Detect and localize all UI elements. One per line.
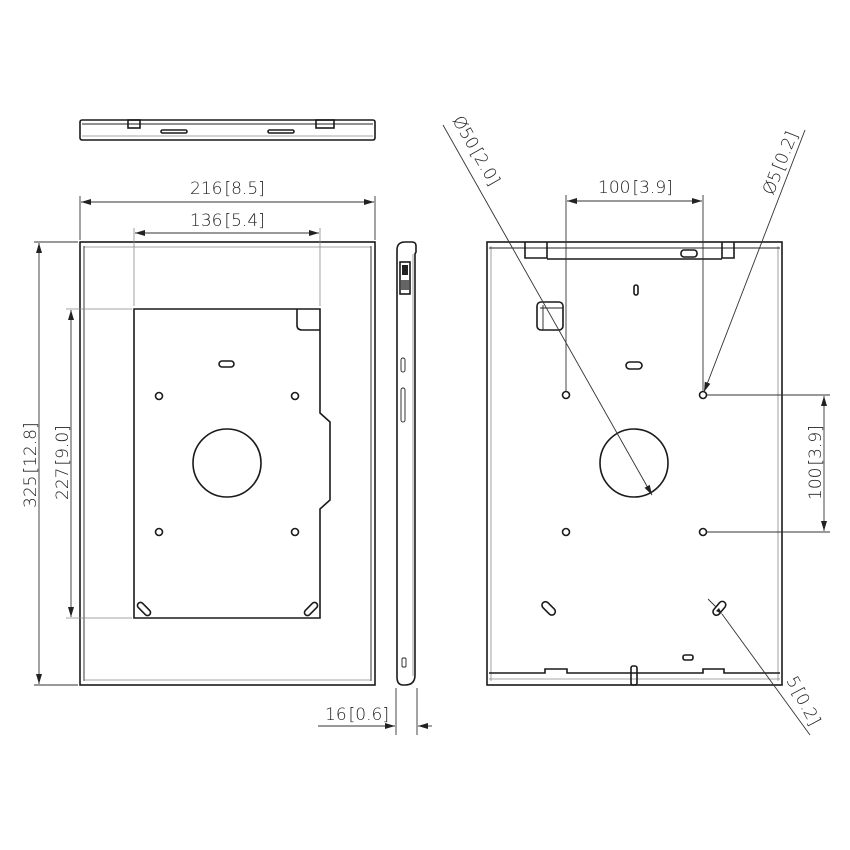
corner-notch <box>296 309 320 331</box>
dim-value-in: 3.9 <box>806 432 826 459</box>
label-plate <box>399 261 411 295</box>
dim-value-in: 5.4 <box>231 211 258 231</box>
rear-view <box>486 241 783 686</box>
svg-text:Ø50[2.0]: Ø50[2.0] <box>448 113 504 190</box>
dimension-opening-height: 227[9.0] <box>53 308 132 619</box>
front-hole <box>154 527 164 537</box>
dimension-overall-height: 325[12.8] <box>21 241 78 686</box>
front-view <box>79 241 376 686</box>
svg-text:100[3.9]: 100[3.9] <box>598 178 673 198</box>
front-slot-bottom-right <box>303 601 319 617</box>
dimension-mount-hole-diameter: Ø5[0.2] <box>703 129 806 393</box>
dim-value-in: 8.5 <box>231 179 258 199</box>
dim-value-mm: 16 <box>325 705 347 725</box>
rear-center-hole <box>599 428 669 498</box>
front-hole <box>290 391 300 401</box>
dim-value-mm: 136 <box>190 211 222 231</box>
svg-text:100[3.9]: 100[3.9] <box>806 425 826 500</box>
dimension-overall-width: 216[8.5] <box>79 179 376 240</box>
dim-value-mm: 216 <box>190 179 222 199</box>
dim-value-mm: 100 <box>806 468 826 500</box>
svg-text:5[0.2]: 5[0.2] <box>782 673 825 729</box>
front-slot-top <box>218 360 235 368</box>
dim-value-in: 0.6 <box>355 705 382 725</box>
front-frame <box>79 241 376 686</box>
side-view <box>396 241 417 686</box>
rear-tab <box>536 301 564 331</box>
top-slot-left <box>160 129 188 134</box>
dim-value-in: 3.9 <box>639 178 666 198</box>
top-slot-right <box>267 129 295 134</box>
top-edge-view <box>79 119 376 141</box>
dimension-center-hole-diameter: Ø50[2.0] <box>442 113 653 496</box>
screen-opening <box>133 308 331 619</box>
svg-text:136[5.4]: 136[5.4] <box>190 211 265 231</box>
dim-value-mm: 325 <box>21 476 41 508</box>
top-clip-left <box>127 119 141 129</box>
front-hole <box>154 391 164 401</box>
dim-value-mm: 100 <box>598 178 630 198</box>
vesa-hole <box>561 527 571 537</box>
top-clip-right <box>315 119 335 129</box>
front-hole <box>290 527 300 537</box>
svg-text:Ø5[0.2]: Ø5[0.2] <box>759 129 802 198</box>
dim-value-in: 9.0 <box>53 432 73 459</box>
dimension-slot-width: 5[0.2] <box>707 598 825 736</box>
side-button <box>400 387 406 423</box>
vesa-hole <box>698 390 708 400</box>
rear-slot-top <box>625 361 643 370</box>
vesa-hole <box>698 527 708 537</box>
dim-value-mm: 227 <box>53 468 73 500</box>
svg-text:16[0.6]: 16[0.6] <box>325 705 389 725</box>
front-slot-bottom-left <box>136 601 152 617</box>
dimension-depth: 16[0.6] <box>318 688 432 735</box>
dimension-opening-width: 136[5.4] <box>133 211 321 306</box>
dimension-vesa-horizontal: 100[3.9] <box>565 178 704 391</box>
vesa-hole <box>561 390 571 400</box>
side-button <box>400 357 406 373</box>
svg-text:325[12.8]: 325[12.8] <box>21 422 41 508</box>
side-port <box>401 657 407 668</box>
svg-text:216[8.5]: 216[8.5] <box>190 179 265 199</box>
rear-slot-bottom-left <box>541 600 557 616</box>
front-center-hole <box>192 428 262 498</box>
dimension-vesa-vertical: 100[3.9] <box>707 394 830 533</box>
svg-text:227[9.0]: 227[9.0] <box>53 425 73 500</box>
dim-value-in: 12.8 <box>21 429 41 467</box>
rear-slot-bottom-right <box>712 600 727 617</box>
